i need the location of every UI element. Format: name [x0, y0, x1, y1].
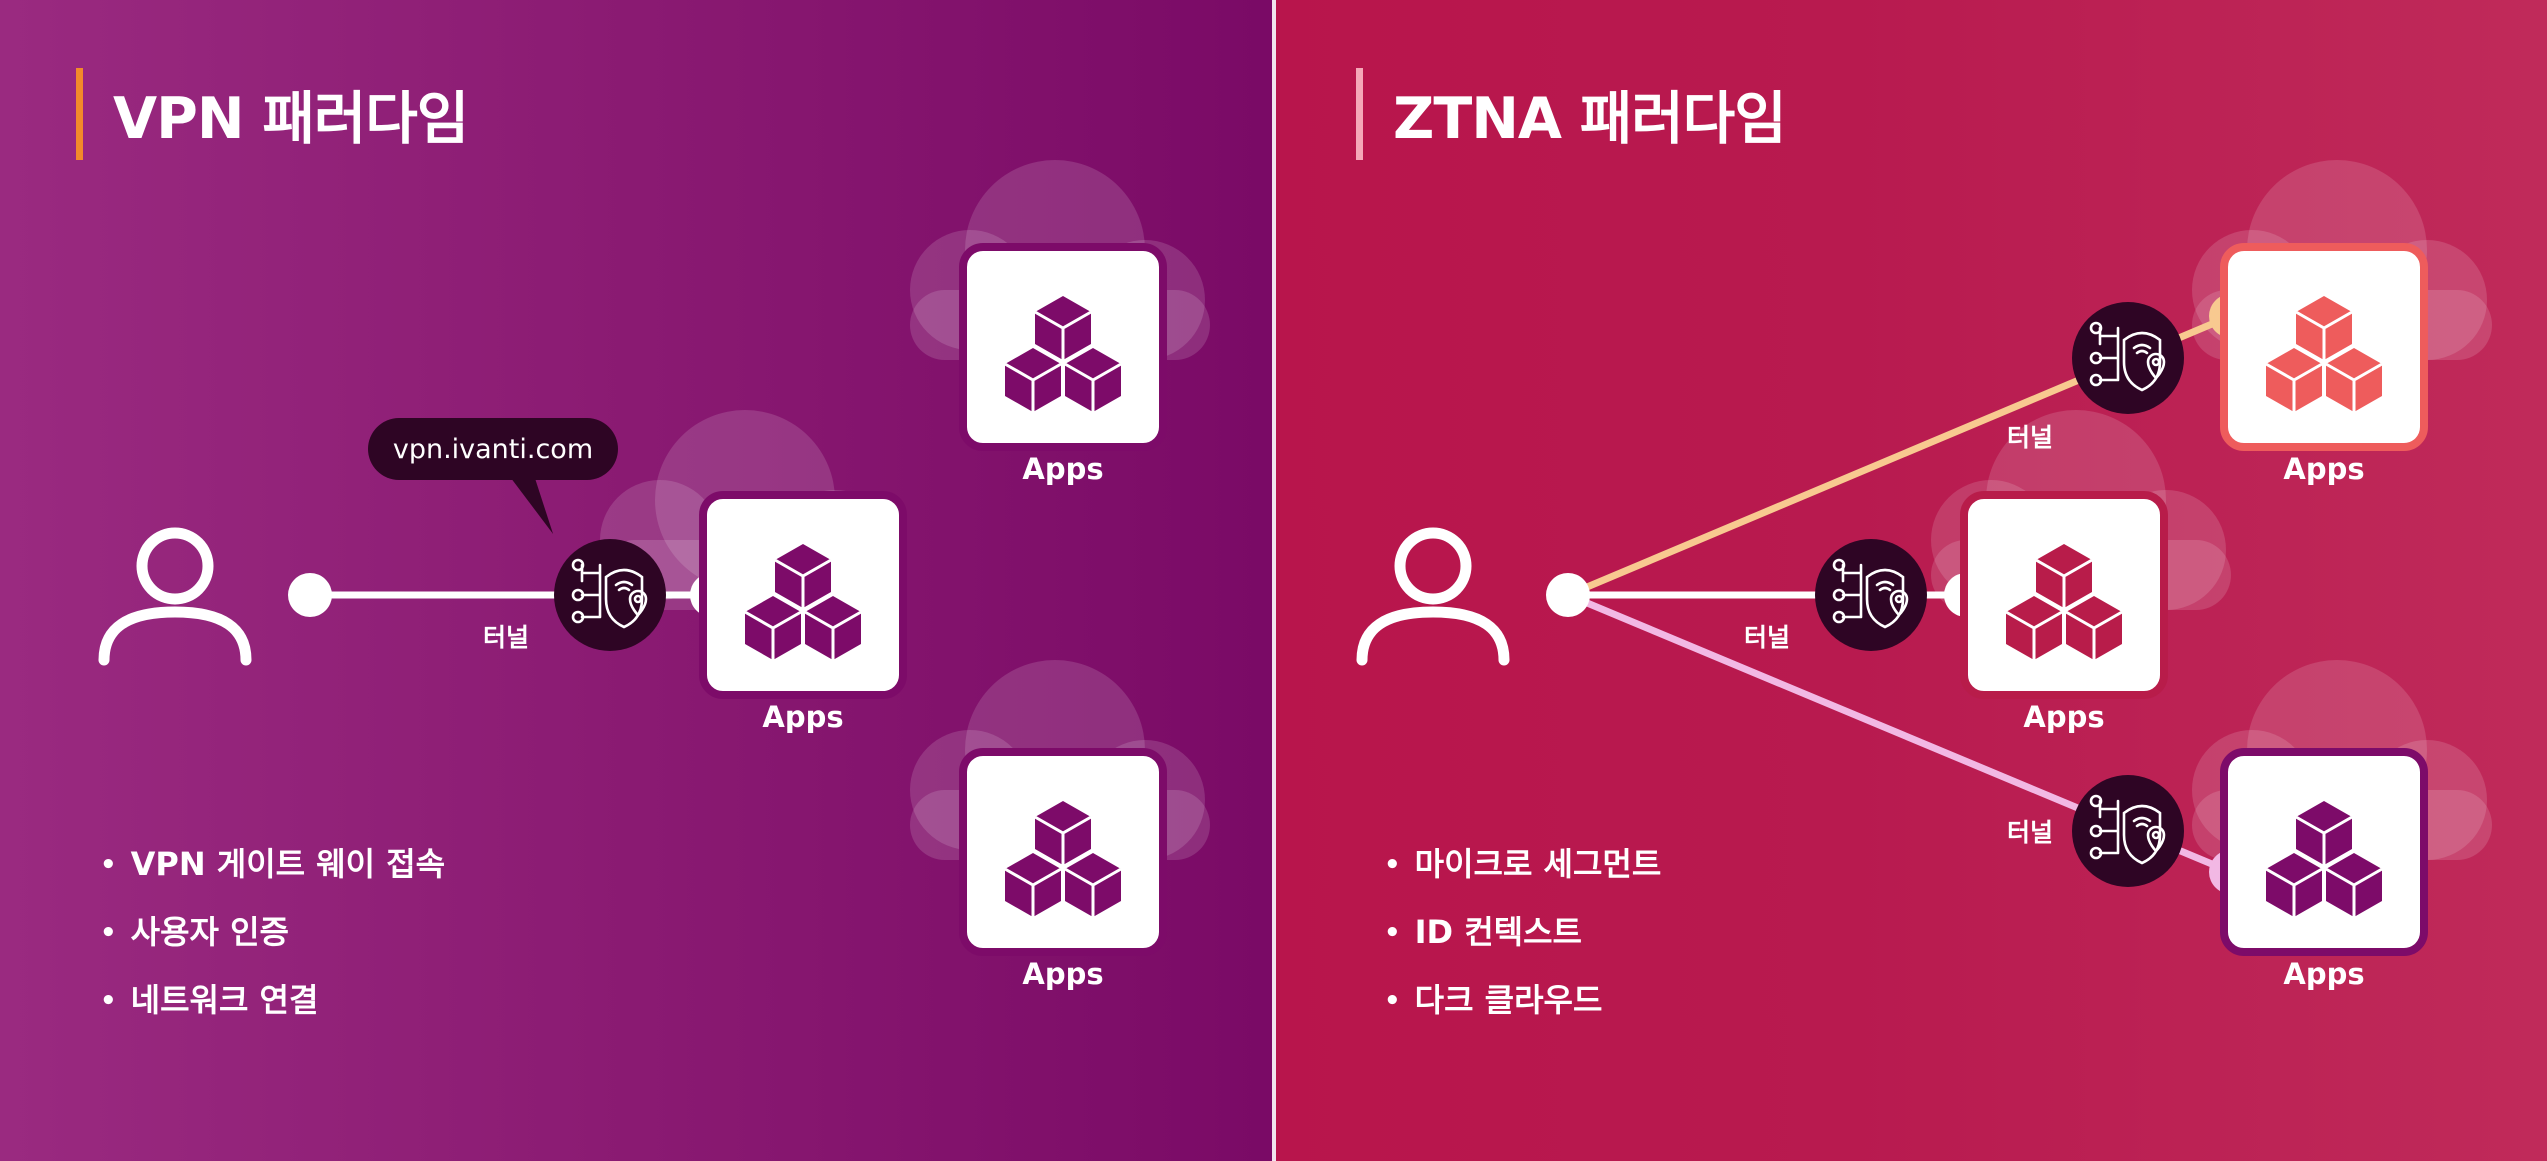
list-item: VPN 게이트 웨이 접속	[100, 830, 446, 898]
secure-gateway-icon	[1815, 539, 1927, 651]
secure-gateway-icon	[2072, 775, 2184, 887]
app-label: Apps	[2023, 700, 2105, 734]
tunnel-label: 터널	[483, 623, 530, 652]
tunnel-label: 터널	[1744, 623, 1791, 652]
app-card	[2220, 243, 2428, 451]
vpn-feature-list: VPN 게이트 웨이 접속 사용자 인증 네트워크 연결	[100, 830, 446, 1034]
app-label: Apps	[762, 700, 844, 734]
heading-accent-bar	[76, 68, 83, 160]
vpn-heading: VPN 패러다임	[76, 68, 469, 160]
list-item: 네트워크 연결	[100, 966, 445, 1034]
ztna-panel: ZTNA 패러다임 터널 터널 터널 Apps Apps Apps 마이크로 세…	[1276, 0, 2547, 1161]
user-icon	[1356, 527, 1510, 666]
app-label: Apps	[2283, 957, 2365, 991]
list-item: 사용자 인증	[100, 898, 445, 966]
tunnel-label: 터널	[2007, 818, 2054, 847]
list-item: 마이크로 세그먼트	[1384, 830, 1662, 898]
app-card	[2220, 748, 2428, 956]
app-card	[1960, 491, 2168, 699]
page-title: VPN 패러다임	[113, 86, 469, 152]
secure-gateway-icon	[2072, 302, 2184, 414]
ztna-feature-list: 마이크로 세그먼트 ID 컨텍스트 다크 클라우드	[1384, 830, 1662, 1034]
heading-accent-bar	[1356, 68, 1363, 160]
app-card	[959, 748, 1167, 956]
tunnel-start-node	[1546, 573, 1590, 617]
page-title: ZTNA 패러다임	[1393, 86, 1787, 152]
app-label: Apps	[2283, 452, 2365, 486]
user-icon	[98, 527, 252, 666]
gateway-address-bubble: vpn.ivanti.com	[368, 418, 618, 480]
ztna-heading: ZTNA 패러다임	[1356, 68, 1787, 160]
app-label: Apps	[1022, 957, 1104, 991]
tunnel-label: 터널	[2007, 423, 2054, 452]
ztna-diagram-art	[1356, 160, 2492, 956]
secure-gateway-icon	[554, 539, 666, 651]
list-item: 다크 클라우드	[1384, 966, 1661, 1034]
panel-divider	[1272, 0, 1276, 1161]
vpn-panel: VPN 패러다임 vpn.ivanti.com 터널 Apps Apps App…	[0, 0, 1272, 1161]
vpn-diagram-art	[98, 160, 1210, 956]
list-item: ID 컨텍스트	[1384, 898, 1661, 966]
app-card	[699, 491, 907, 699]
app-card	[959, 243, 1167, 451]
app-label: Apps	[1022, 452, 1104, 486]
tunnel-start-node	[288, 573, 332, 617]
